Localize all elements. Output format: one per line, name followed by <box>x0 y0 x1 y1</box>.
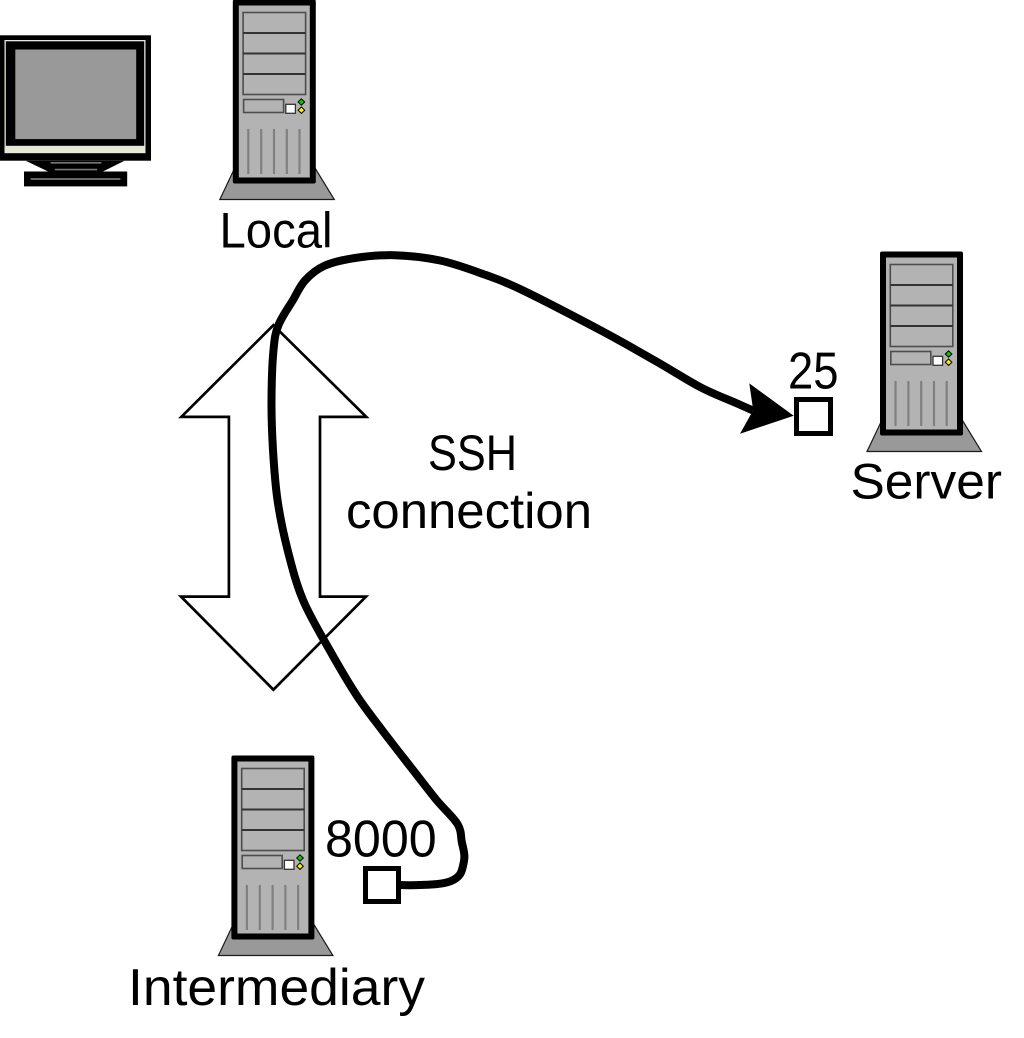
svg-text:Server: Server <box>851 453 1003 510</box>
svg-text:8000: 8000 <box>325 810 437 868</box>
svg-text:Intermediary: Intermediary <box>128 959 425 1017</box>
svg-text:25: 25 <box>788 342 839 400</box>
svg-text:Local: Local <box>220 202 333 259</box>
svg-text:connection: connection <box>346 482 592 539</box>
svg-text:SSH: SSH <box>428 424 517 481</box>
